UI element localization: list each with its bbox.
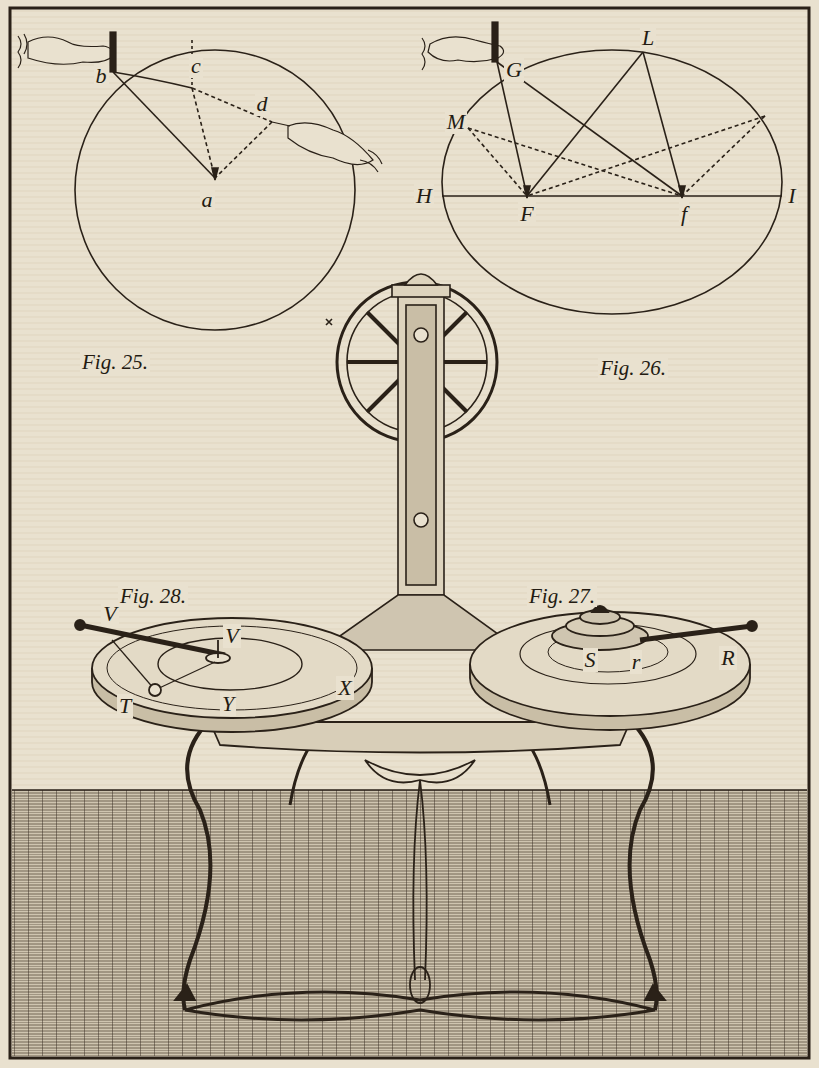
point-letter: b bbox=[94, 64, 109, 87]
hand bbox=[422, 22, 504, 70]
part-letter: V bbox=[223, 624, 240, 647]
hand bbox=[18, 32, 382, 172]
point-letter: c bbox=[189, 54, 203, 77]
point-letter: f bbox=[679, 202, 689, 225]
wheel-machine bbox=[320, 274, 520, 650]
fig28-disc bbox=[75, 618, 372, 732]
part-letter: V bbox=[101, 602, 118, 625]
point-letter: a bbox=[200, 188, 215, 211]
part-letter: X bbox=[336, 676, 353, 699]
table bbox=[175, 720, 665, 1020]
figure-caption: Fig. 27. bbox=[527, 585, 597, 607]
fig25-geometry bbox=[75, 40, 355, 330]
figure-caption: Fig. 25. bbox=[80, 351, 150, 373]
point-letter: I bbox=[786, 184, 797, 207]
fig27-disc bbox=[470, 606, 757, 730]
fig26-geometry bbox=[442, 50, 782, 314]
point-letter: F bbox=[518, 202, 535, 225]
part-letter: T bbox=[117, 694, 133, 717]
point-letter: M bbox=[445, 110, 467, 133]
figure-caption: Fig. 28. bbox=[118, 585, 188, 607]
part-letter: r bbox=[630, 650, 643, 673]
part-letter: S bbox=[583, 648, 598, 671]
part-letter: Y bbox=[220, 692, 236, 715]
figure-caption: Fig. 26. bbox=[598, 357, 668, 379]
point-letter: H bbox=[414, 184, 434, 207]
point-letter: G bbox=[504, 58, 524, 81]
part-letter: R bbox=[719, 646, 736, 669]
point-letter: L bbox=[640, 26, 656, 49]
point-letter: d bbox=[255, 92, 270, 115]
